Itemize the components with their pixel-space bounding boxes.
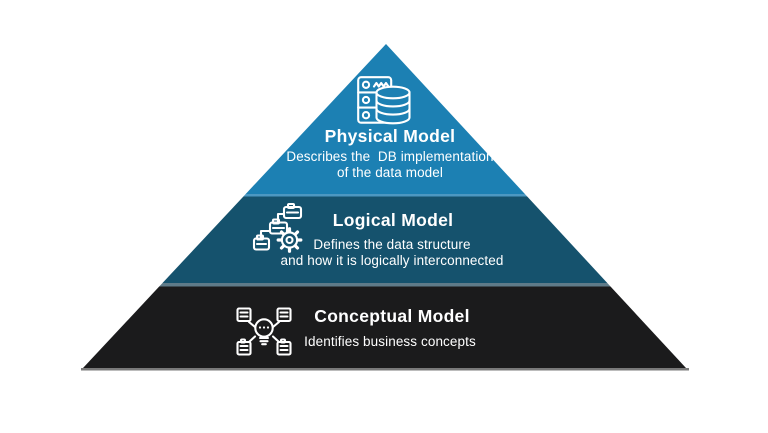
separator-logical-conceptual xyxy=(159,283,611,287)
description-line: Describes the DB implementation xyxy=(286,149,494,164)
physical-model-title: Physical Model xyxy=(324,126,456,146)
description-line: Defines the data structure xyxy=(313,237,471,252)
document-node xyxy=(236,307,252,323)
database-cylinder xyxy=(375,91,411,125)
logical-model-description: Defines the data structure and how it is… xyxy=(281,237,504,269)
physical-model-description: Describes the DB implementation of the d… xyxy=(286,149,493,181)
conceptual-model-title: Conceptual Model xyxy=(314,306,470,326)
lightbulb-network-icon xyxy=(236,307,292,356)
separator-physical-logical xyxy=(243,194,528,197)
logical-model-title: Logical Model xyxy=(332,210,454,230)
document-node xyxy=(236,338,252,356)
tier-logical-shape xyxy=(162,196,608,283)
description-line: Identifies business concepts xyxy=(304,334,476,349)
server-database-icon xyxy=(357,76,411,125)
pyramid-baseline xyxy=(81,368,689,371)
tier-conceptual-shape xyxy=(83,286,686,368)
document-node xyxy=(276,307,292,323)
description-line: of the data model xyxy=(336,165,444,180)
entity-diagram-gear-icon xyxy=(252,202,303,253)
document-node xyxy=(276,338,292,356)
conceptual-model-description: Identifies business concepts xyxy=(304,334,476,350)
description-line: and how it is logically interconnected xyxy=(280,253,504,268)
